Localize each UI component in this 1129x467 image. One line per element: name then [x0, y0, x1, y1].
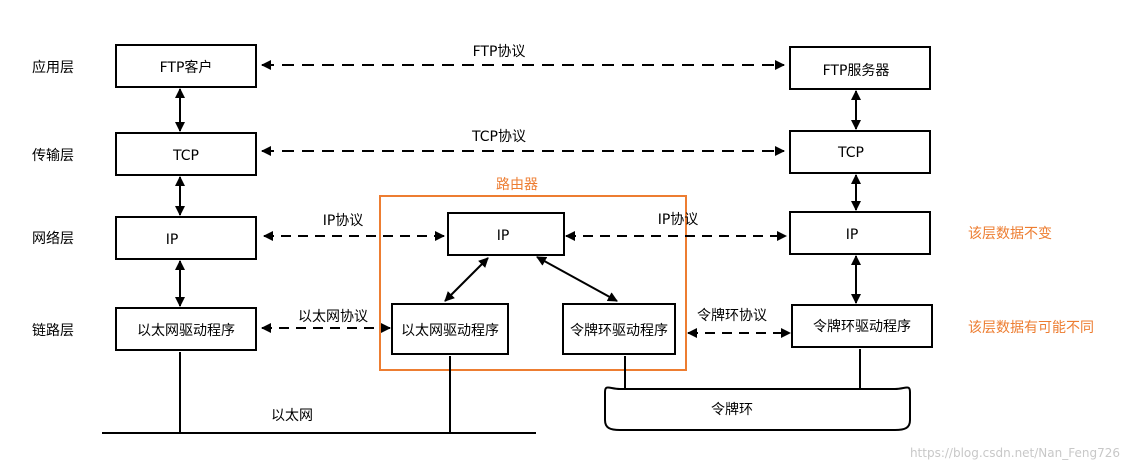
router-title: 路由器: [496, 177, 538, 193]
ethernet-network-label: 以太网: [271, 408, 313, 424]
host-b-ftp-box: FTP服务器: [789, 46, 931, 90]
host-a-ftp-label: FTP客户: [160, 59, 213, 76]
host-b-ip-box: IP: [789, 211, 931, 255]
host-a-tcp-label: TCP: [172, 148, 199, 164]
host-a-ip-label: IP: [166, 232, 179, 248]
router-token-driver-box: 令牌环驱动程序: [562, 303, 676, 355]
note-network-layer: 该层数据不变: [968, 226, 1052, 242]
tcp-protocol-label: TCP协议: [471, 129, 526, 145]
router-eth-driver-label: 以太网驱动程序: [401, 323, 499, 339]
note-link-layer: 该层数据有可能不同: [968, 320, 1094, 336]
host-a-ip-box: IP: [115, 216, 257, 260]
host-b-ftp-label: FTP服务器: [823, 63, 890, 79]
host-a-ftp-box: FTP客户: [115, 44, 257, 88]
layer-label-application: 应用层: [32, 59, 74, 76]
token-ring-network: 令牌环: [604, 386, 911, 431]
ethernet-protocol-label: 以太网协议: [298, 309, 368, 325]
router-ip-box: IP: [447, 212, 565, 256]
router-ip-token-arrow: [536, 256, 618, 302]
layer-label-network: 网络层: [32, 231, 74, 247]
ftp-protocol-label: FTP协议: [473, 44, 526, 60]
ip-protocol-left-label: IP协议: [323, 213, 364, 229]
host-b-tcp-label: TCP: [837, 145, 864, 161]
host-b-ip-label: IP: [846, 227, 859, 243]
layer-label-link: 链路层: [32, 323, 74, 339]
host-a-driver-box: 以太网驱动程序: [115, 307, 257, 351]
host-b-driver-box: 令牌环驱动程序: [791, 304, 933, 348]
token-ring-protocol-label: 令牌环协议: [697, 307, 767, 324]
router-ip-label: IP: [497, 228, 510, 244]
router-eth-driver-box: 以太网驱动程序: [391, 303, 509, 355]
host-a-tcp-box: TCP: [115, 132, 257, 176]
layer-label-transport: 传输层: [32, 148, 74, 164]
watermark-text: https://blog.csdn.net/Nan_Feng726: [910, 446, 1120, 460]
host-a-driver-label: 以太网驱动程序: [137, 323, 235, 339]
host-b-driver-label: 令牌环驱动程序: [813, 318, 911, 335]
host-b-tcp-box: TCP: [789, 130, 931, 174]
router-ip-eth-arrow: [444, 257, 489, 302]
token-ring-network-label: 令牌环: [711, 401, 753, 418]
router-token-driver-label: 令牌环驱动程序: [570, 322, 668, 339]
ip-protocol-right-label: IP协议: [658, 212, 699, 228]
router-frame: [379, 195, 687, 371]
